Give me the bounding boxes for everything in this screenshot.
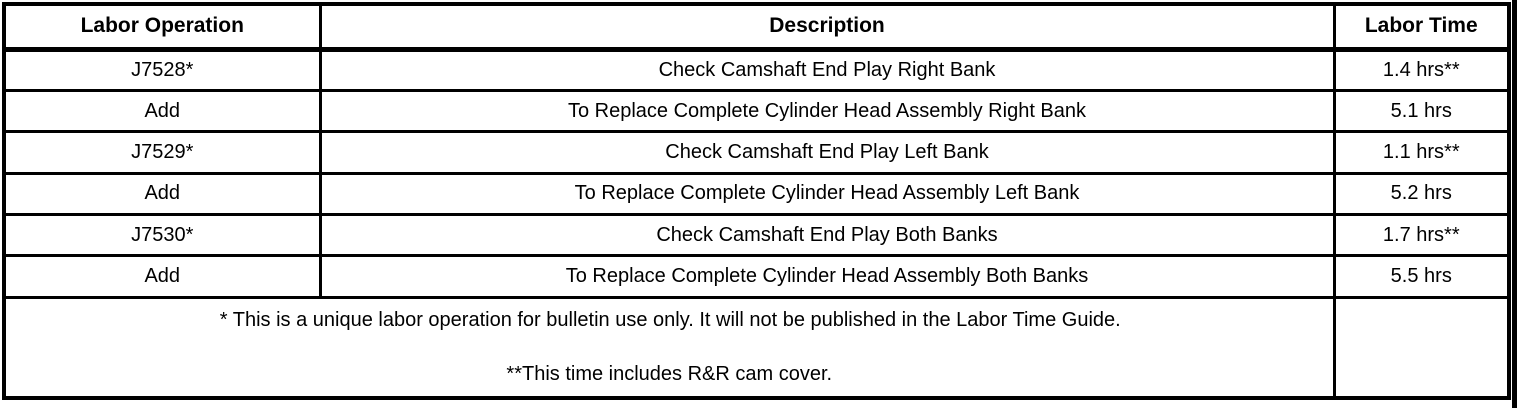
- description-cell: To Replace Complete Cylinder Head Assemb…: [318, 254, 1336, 299]
- labor-operation-cell: J7529*: [2, 130, 322, 175]
- table-row: Add To Replace Complete Cylinder Head As…: [2, 89, 1511, 134]
- labor-time-cell: 1.7 hrs**: [1332, 213, 1511, 258]
- description-cell: To Replace Complete Cylinder Head Assemb…: [318, 89, 1336, 134]
- table-header-row: Labor Operation Description Labor Time: [2, 2, 1511, 52]
- footnote-rr-cam-cover: **This time includes R&R cam cover.: [506, 362, 833, 385]
- empty-labor-time-cell: [1332, 295, 1511, 400]
- labor-operation-cell: J7530*: [2, 213, 322, 258]
- labor-operation-cell: J7528*: [2, 47, 322, 93]
- table-row: Add To Replace Complete Cylinder Head As…: [2, 171, 1511, 217]
- table-row: J7530* Check Camshaft End Play Both Bank…: [2, 213, 1511, 258]
- footnotes-cell: * This is a unique labor operation for b…: [2, 295, 1336, 400]
- labor-time-cell: 5.2 hrs: [1332, 171, 1511, 217]
- labor-time-cell: 1.1 hrs**: [1332, 130, 1511, 175]
- labor-time-cell: 5.1 hrs: [1332, 89, 1511, 134]
- table-row: J7529* Check Camshaft End Play Left Bank…: [2, 130, 1511, 175]
- labor-time-cell: 1.4 hrs**: [1332, 47, 1511, 93]
- labor-time-table: Labor Operation Description Labor Time J…: [2, 2, 1511, 400]
- labor-operation-cell: Add: [2, 254, 322, 299]
- table-row: Add To Replace Complete Cylinder Head As…: [2, 254, 1511, 299]
- column-header-labor-operation: Labor Operation: [2, 2, 322, 52]
- description-cell: Check Camshaft End Play Right Bank: [318, 47, 1336, 93]
- column-header-description: Description: [318, 2, 1336, 52]
- table-row: J7528* Check Camshaft End Play Right Ban…: [2, 47, 1511, 93]
- description-cell: Check Camshaft End Play Left Bank: [318, 130, 1336, 175]
- labor-operation-cell: Add: [2, 89, 322, 134]
- footnotes-row: * This is a unique labor operation for b…: [2, 295, 1511, 400]
- labor-operation-cell: Add: [2, 171, 322, 217]
- description-cell: To Replace Complete Cylinder Head Assemb…: [318, 171, 1336, 217]
- column-header-labor-time: Labor Time: [1332, 2, 1511, 52]
- labor-time-cell: 5.5 hrs: [1332, 254, 1511, 299]
- description-cell: Check Camshaft End Play Both Banks: [318, 213, 1336, 258]
- footnote-unique-labor-op: * This is a unique labor operation for b…: [219, 308, 1121, 331]
- page-edge-rule: [1512, 0, 1517, 408]
